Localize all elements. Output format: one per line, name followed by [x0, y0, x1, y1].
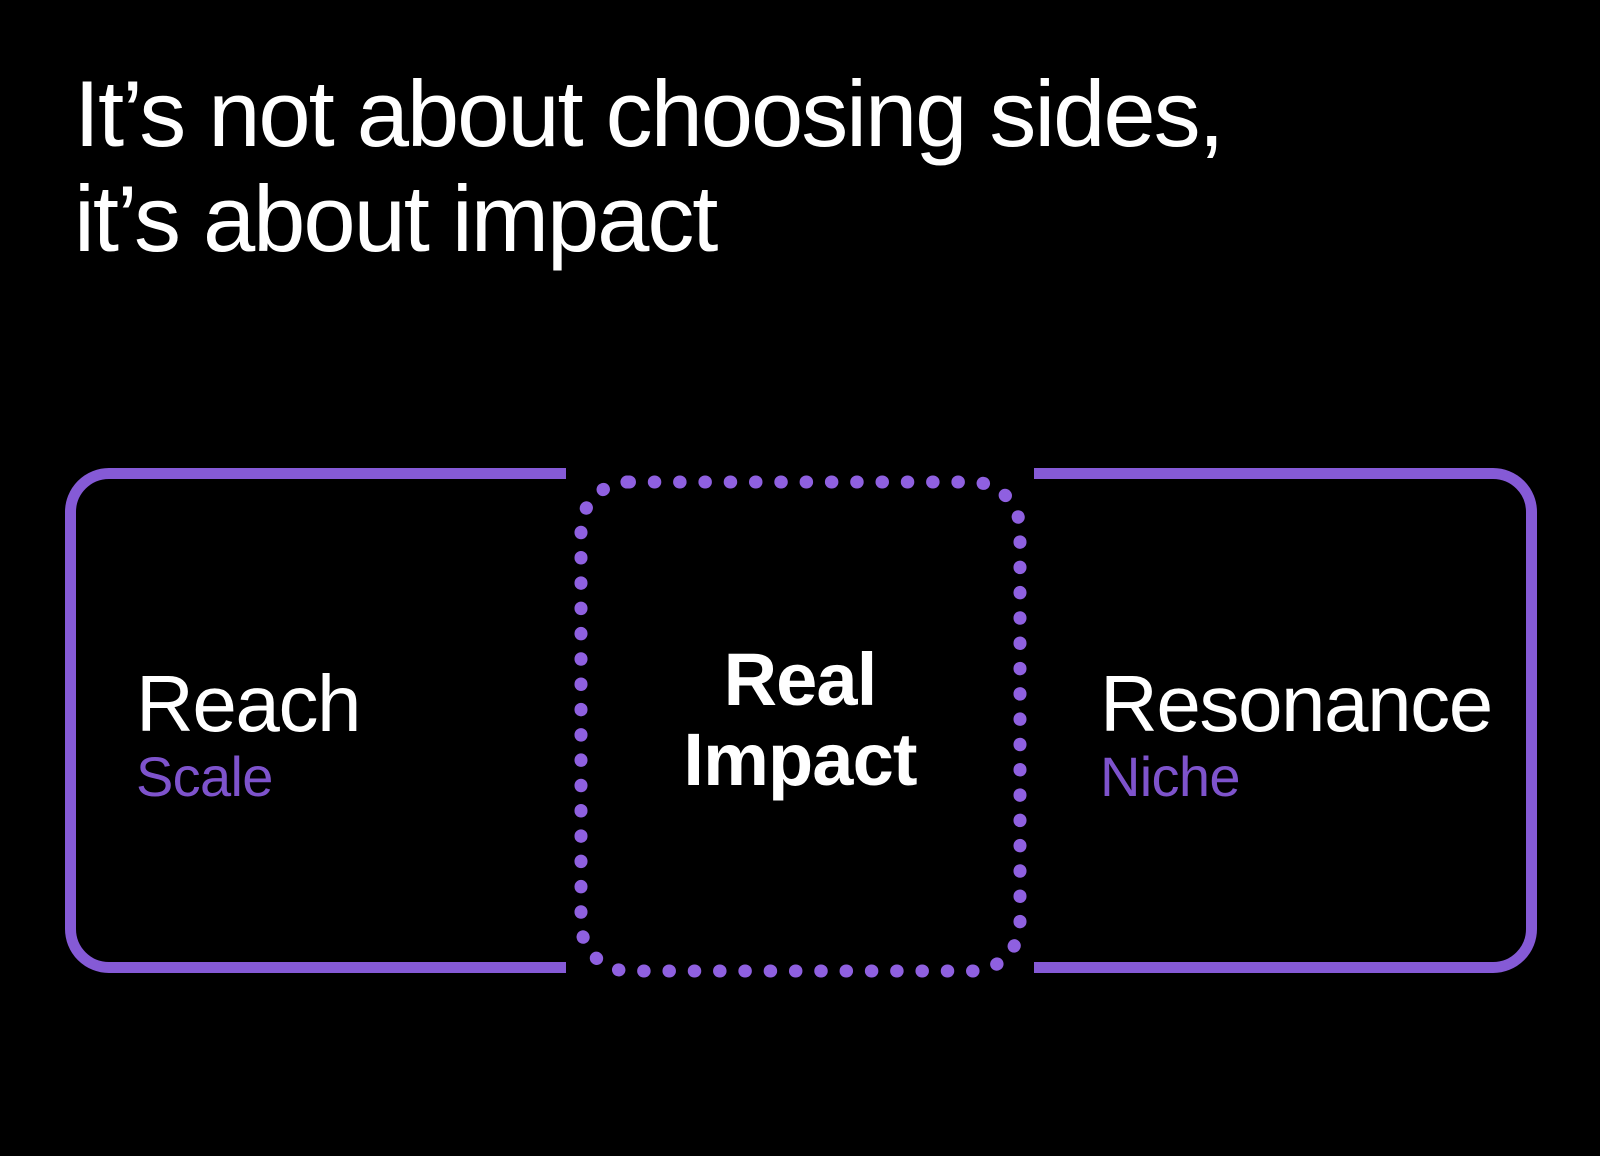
reach-label-group: Reach Scale [136, 659, 362, 808]
real-impact-label: Real Impact [575, 476, 1025, 964]
resonance-label-group: Resonance Niche [1100, 659, 1493, 808]
real-impact-line1: Real [723, 638, 878, 721]
page-title-line1: It’s not about choosing sides, [74, 61, 1225, 166]
real-impact-line2: Impact [683, 718, 917, 801]
page-title: It’s not about choosing sides, it’s abou… [74, 61, 1225, 271]
reach-title: Reach [136, 659, 362, 748]
resonance-subtitle: Niche [1100, 745, 1240, 808]
reach-subtitle: Scale [136, 745, 273, 808]
real-impact-dotted-box [574, 475, 1027, 978]
dotted-border [574, 475, 1027, 978]
resonance-title: Resonance [1100, 659, 1493, 748]
page-title-line2: it’s about impact [74, 166, 718, 271]
